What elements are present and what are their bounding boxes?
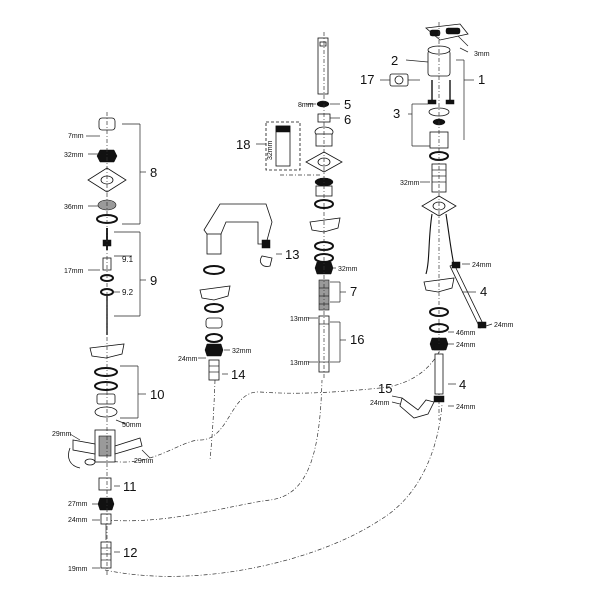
dim-13mm-lower: 13mm [290, 360, 310, 367]
dim-24mm-spout: 24mm [178, 356, 198, 363]
dim-27mm: 27mm [68, 501, 88, 508]
callout-labels: 1 2 3 4 4 5 6 7 8 9 9.1 9.2 10 11 12 13 … [122, 53, 487, 560]
callout-6: 6 [344, 112, 351, 127]
dim-3mm: 3mm [474, 51, 490, 58]
callout-8: 8 [150, 165, 157, 180]
dim-32mm-left: 32mm [64, 152, 84, 159]
callout-9-1: 9.1 [122, 255, 134, 264]
callout-7: 7 [350, 284, 357, 299]
callout-9-2: 9.2 [122, 288, 134, 297]
callout-13: 13 [285, 247, 299, 262]
dim-46mm: 46mm [456, 330, 476, 337]
dim-29mm-left: 29mm [52, 431, 72, 438]
handshower-assembly [256, 32, 346, 380]
callout-15: 15 [378, 381, 392, 396]
dim-8mm: 8mm [298, 102, 314, 109]
callout-1: 1 [478, 72, 485, 87]
dim-7mm: 7mm [68, 133, 84, 140]
dim-24mm-hose-bottom: 24mm [494, 322, 514, 329]
dim-32mm-mixer: 32mm [400, 180, 420, 187]
dimension-labels: 3mm 7mm 32mm 36mm 17mm 50mm 29mm 29mm 27… [52, 51, 514, 573]
callout-16: 16 [350, 332, 364, 347]
callout-11: 11 [123, 479, 137, 494]
dim-19mm: 19mm [68, 566, 88, 573]
callout-14: 14 [231, 367, 245, 382]
callout-2: 2 [391, 53, 398, 68]
callout-4-upper: 4 [480, 284, 487, 299]
dim-24mm-nut: 24mm [456, 342, 476, 349]
callout-12: 12 [123, 545, 137, 560]
callout-4-lower: 4 [459, 377, 466, 392]
dim-13mm-upper: 13mm [290, 316, 310, 323]
dim-50mm: 50mm [122, 422, 142, 429]
dim-17mm: 17mm [64, 268, 84, 275]
callout-10: 10 [150, 387, 164, 402]
callout-5: 5 [344, 97, 351, 112]
left-valve-assembly [68, 112, 143, 576]
callout-3: 3 [393, 106, 400, 121]
dim-29mm-right: 29mm [134, 458, 154, 465]
left-leaders [69, 123, 151, 569]
dim-24mm-hose-top: 24mm [472, 262, 492, 269]
mixer-assembly [380, 22, 493, 420]
dim-24mm-left: 24mm [68, 517, 88, 524]
callout-18: 18 [236, 137, 250, 152]
callout-17: 17 [360, 72, 374, 87]
dim-24mm-hose-end: 24mm [456, 404, 476, 411]
callout-9: 9 [150, 273, 157, 288]
dim-32mm-shower: 32mm [338, 266, 358, 273]
spout-assembly [198, 203, 282, 381]
dim-32mm-spout: 32mm [232, 348, 252, 355]
routing-lines [104, 174, 443, 577]
dim-32mm-cartridge: 32mm [267, 140, 274, 160]
dim-36mm: 36mm [64, 204, 84, 211]
dim-24mm-elbow: 24mm [370, 400, 390, 407]
